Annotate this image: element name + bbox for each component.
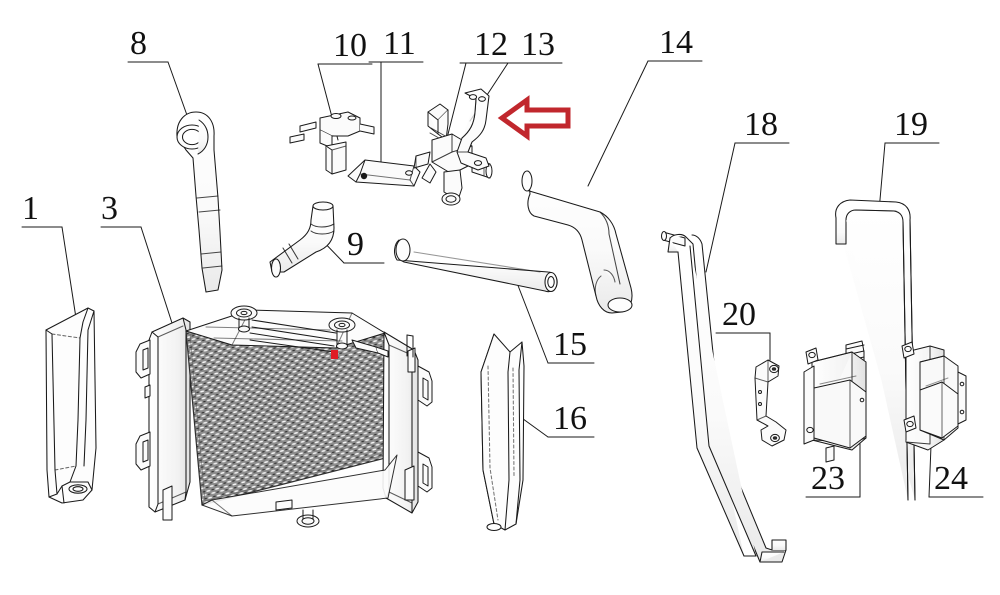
part-1-left-side-cover-shroud xyxy=(45,307,97,504)
callout-12: 12 xyxy=(474,26,508,63)
part-14-lower-radiator-hose xyxy=(521,170,686,314)
part-20-z-shaped-mounting-bracket xyxy=(754,359,787,447)
callout-20: 20 xyxy=(722,296,756,333)
callout-13: 13 xyxy=(521,26,555,63)
callout-14: 14 xyxy=(659,24,693,61)
part-3-radiator-core-assembly xyxy=(135,305,433,528)
highlight-arrow xyxy=(497,95,571,141)
part-8-upper-radiator-hose xyxy=(176,111,223,293)
part-16-right-side-cover-shroud xyxy=(480,333,525,532)
part-18-long-coolant-pipe xyxy=(667,233,787,563)
callout-10: 10 xyxy=(333,27,367,64)
part-24-reservoir-tank-cover xyxy=(901,341,967,451)
callout-16: 16 xyxy=(553,400,587,437)
callout-19: 19 xyxy=(894,106,928,143)
callout-15: 15 xyxy=(553,326,587,363)
part-9-elbow-connector-hose xyxy=(269,201,335,278)
part-23-coolant-reservoir-tank xyxy=(803,340,867,463)
callout-11: 11 xyxy=(383,25,416,62)
callout-23: 23 xyxy=(811,460,845,497)
red-marker-dot xyxy=(331,350,338,359)
callout-18: 18 xyxy=(744,106,778,143)
callout-24: 24 xyxy=(934,460,968,497)
callout-8: 8 xyxy=(130,25,147,62)
part-11-valve-mounting-bracket xyxy=(347,159,421,187)
callout-9: 9 xyxy=(347,226,364,263)
part-10-coolant-valve xyxy=(289,111,375,175)
part-13-retaining-clamp-bracket xyxy=(456,88,490,171)
callout-1: 1 xyxy=(22,190,39,227)
callout-3: 3 xyxy=(101,190,118,227)
part-15-bypass-hose xyxy=(394,238,558,293)
